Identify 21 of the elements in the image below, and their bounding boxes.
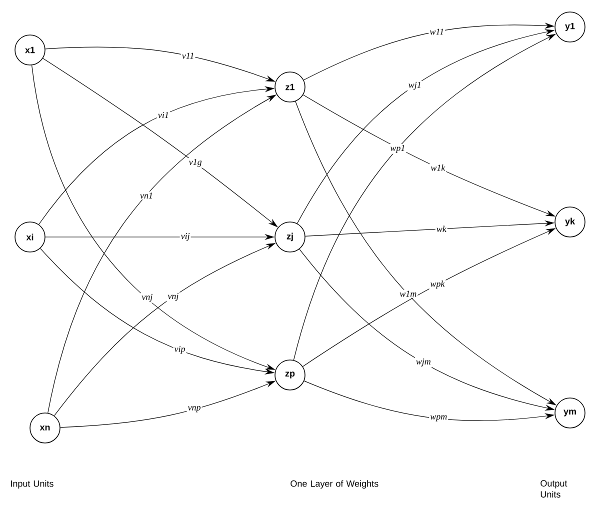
edge-label: w1k: [430, 164, 446, 172]
layer-caption: Output Units: [540, 480, 568, 498]
edge-label: vip: [173, 344, 186, 355]
edge-label: vij: [180, 232, 191, 242]
layer-caption: Input Units: [11, 480, 54, 489]
layer-caption: One Layer of Weights: [290, 480, 378, 489]
edge-label: wpm: [429, 414, 448, 422]
edge-label: vnj: [166, 292, 180, 302]
edge-label: wjm: [414, 358, 432, 368]
edge-label: vi1: [156, 111, 170, 120]
edge-label: w1m: [398, 290, 418, 298]
edge-label: wpk: [429, 280, 446, 290]
edge-label: wp1: [389, 144, 406, 154]
edge-label: vn1: [139, 192, 154, 200]
edge-label: wk: [435, 224, 448, 234]
edge-label: wj1: [407, 80, 422, 91]
edge-label: v1g: [188, 158, 203, 168]
edge-label: vnj: [140, 292, 154, 303]
edge-label: w11: [428, 28, 446, 36]
edge-label: v11: [180, 52, 196, 60]
edge-label: vnp: [186, 405, 202, 414]
